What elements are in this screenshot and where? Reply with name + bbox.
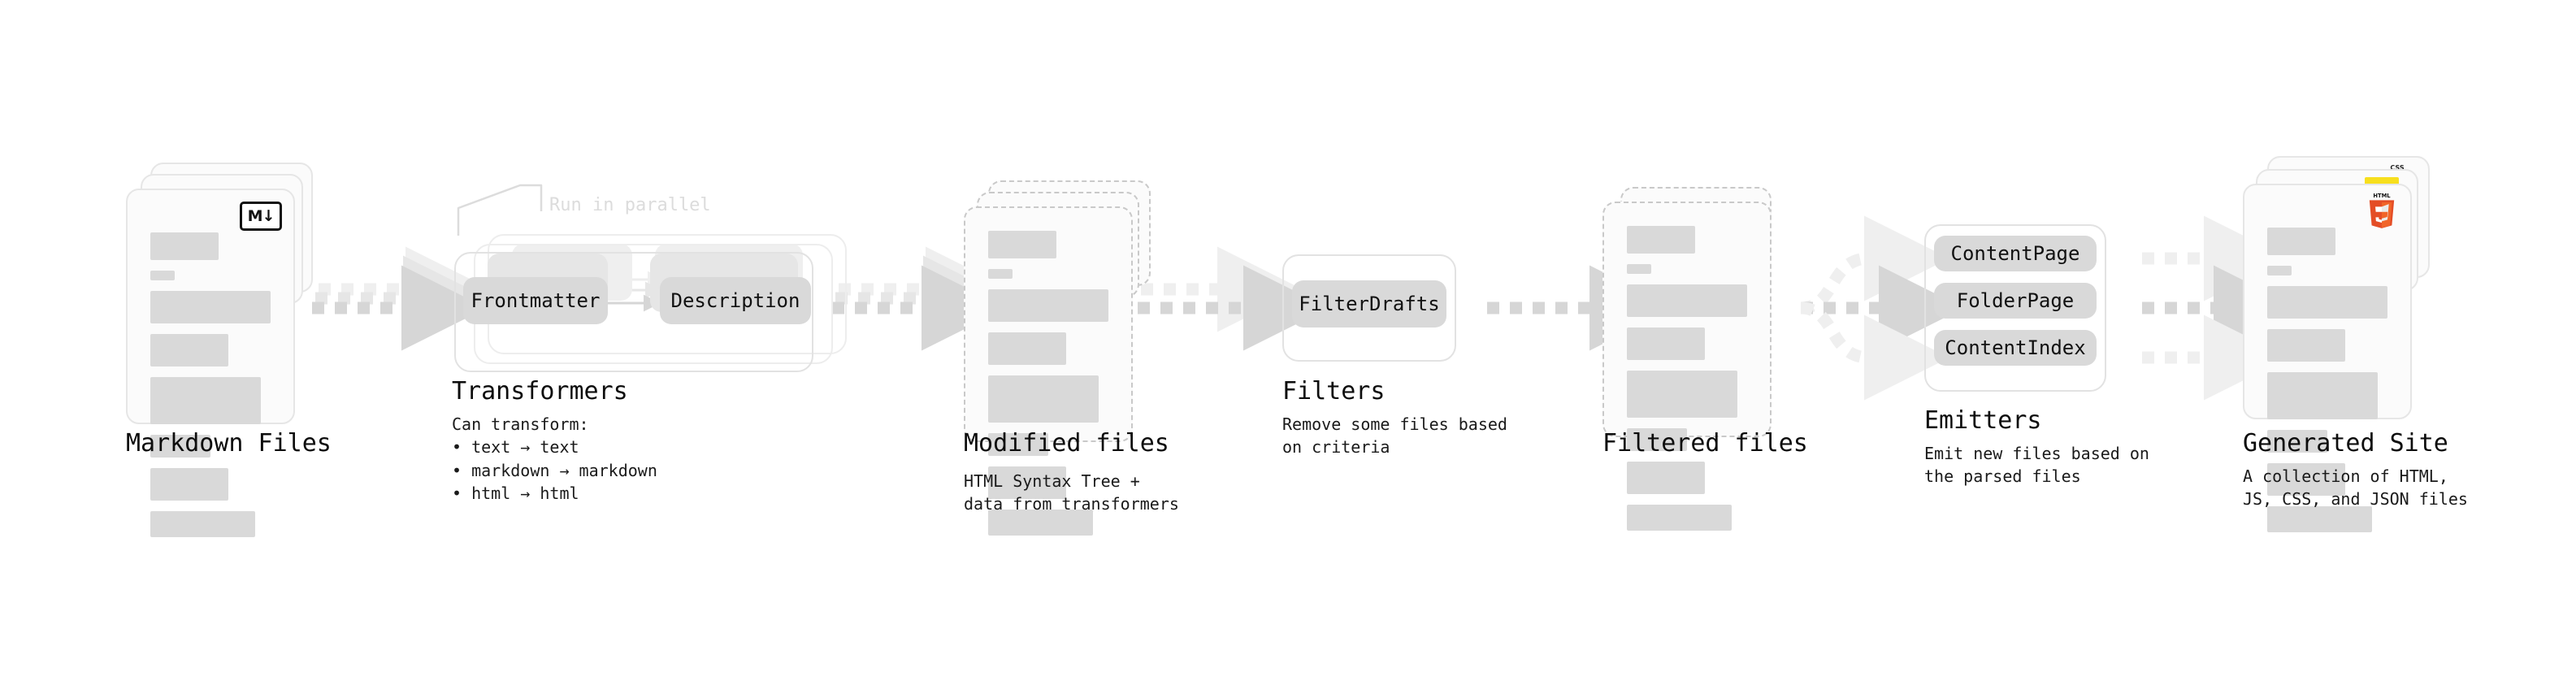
content-bar xyxy=(150,334,229,367)
content-bar xyxy=(2267,266,2292,275)
arrow-transformers-to-modified xyxy=(832,246,1011,351)
html5-icon: HTML xyxy=(2369,193,2395,228)
content-bar xyxy=(988,433,1048,456)
svg-text:HTML: HTML xyxy=(2373,193,2391,199)
content-bar xyxy=(1627,428,1687,451)
stage-desc-filters: Remove some files based on criteria xyxy=(1282,414,1507,458)
stage-desc-emitters: Emit new files based on the parsed files xyxy=(1924,444,2149,487)
stage-desc-transformers: Can transform: • text → text • markdown … xyxy=(452,414,657,504)
stage-desc-modified-files: HTML Syntax Tree + data from transformer… xyxy=(964,471,1179,514)
stage-title-filtered-files: Filtered files xyxy=(1602,429,1808,458)
stage-title-filters: Filters xyxy=(1282,377,1386,406)
emitter-pill-folderpage[interactable]: FolderPage xyxy=(1934,283,2097,319)
content-bar xyxy=(2267,430,2327,453)
transformers-outer-box xyxy=(454,252,813,372)
content-bar xyxy=(1627,226,1696,254)
arrow-markdown-to-transformers xyxy=(312,246,491,351)
run-in-parallel-bracket xyxy=(457,184,543,236)
content-bar xyxy=(988,231,1057,258)
arrow-modified-to-filters xyxy=(1138,246,1329,351)
stage-title-generated-site: Generated Site xyxy=(2243,429,2448,458)
filters-box xyxy=(1282,254,1456,362)
stage-title-emitters: Emitters xyxy=(1924,406,2042,435)
content-bar xyxy=(988,269,1013,279)
transformer-pill-frontmatter-label: Frontmatter xyxy=(471,289,601,312)
content-bar xyxy=(1627,371,1738,418)
emitter-pill-contentindex-label: ContentIndex xyxy=(1945,336,2086,359)
generated-file-html: HTML xyxy=(2243,184,2412,532)
content-bar xyxy=(2267,506,2372,532)
modified-file-content xyxy=(988,231,1108,546)
content-bar xyxy=(2267,463,2346,496)
transformer-pill-frontmatter[interactable]: Frontmatter xyxy=(463,277,608,324)
filtered-file-content xyxy=(1627,226,1747,541)
content-bar xyxy=(2267,228,2336,255)
filtered-file-front xyxy=(1602,202,1772,531)
content-bar xyxy=(150,291,271,323)
arrow-emitters-to-site xyxy=(2142,215,2299,401)
content-bar xyxy=(2267,329,2346,362)
content-bar xyxy=(150,468,229,501)
emitters-box xyxy=(1924,224,2106,392)
emitter-pill-contentpage[interactable]: ContentPage xyxy=(1934,236,2097,271)
stage-title-transformers: Transformers xyxy=(452,377,628,406)
content-bar xyxy=(150,377,262,424)
markdown-icon-letter: M xyxy=(247,206,263,225)
content-bar xyxy=(1627,327,1706,360)
content-bar xyxy=(2267,372,2379,419)
content-bar xyxy=(150,511,255,537)
arrow-filtered-to-emitters xyxy=(1800,215,1964,401)
stage-title-markdown-files: Markdown Files xyxy=(126,429,332,458)
transformer-pill-description[interactable]: Description xyxy=(660,277,811,324)
content-bar xyxy=(150,232,219,260)
content-bar xyxy=(988,332,1067,365)
content-bar xyxy=(988,289,1108,322)
markdown-icon: M↓ xyxy=(240,202,282,231)
content-bar xyxy=(1627,462,1706,494)
content-bar xyxy=(150,435,210,458)
emitter-pill-contentpage-label: ContentPage xyxy=(1950,242,2080,265)
content-bar xyxy=(1627,505,1732,531)
content-bar xyxy=(2267,286,2387,319)
modified-file-front xyxy=(964,206,1133,536)
content-bar xyxy=(1627,284,1747,317)
transformer-pill-description-label: Description xyxy=(670,289,800,312)
stage-title-modified-files: Modified files xyxy=(964,429,1169,458)
content-bar xyxy=(150,271,175,280)
emitter-pill-folderpage-label: FolderPage xyxy=(1956,289,2075,312)
content-bar xyxy=(1627,264,1651,274)
run-in-parallel-label: Run in parallel xyxy=(549,195,711,215)
generated-file-content xyxy=(2267,228,2387,543)
content-bar xyxy=(988,510,1093,536)
markdown-file-content xyxy=(150,232,271,548)
stage-desc-generated-site: A collection of HTML, JS, CSS, and JSON … xyxy=(2243,466,2468,510)
filter-pill-filterdrafts-label: FilterDrafts xyxy=(1299,293,1440,315)
content-bar xyxy=(988,375,1099,423)
emitter-pill-contentindex[interactable]: ContentIndex xyxy=(1934,330,2097,366)
content-bar xyxy=(988,466,1067,499)
filter-pill-filterdrafts[interactable]: FilterDrafts xyxy=(1292,280,1446,327)
markdown-file-front: M↓ xyxy=(126,189,295,537)
